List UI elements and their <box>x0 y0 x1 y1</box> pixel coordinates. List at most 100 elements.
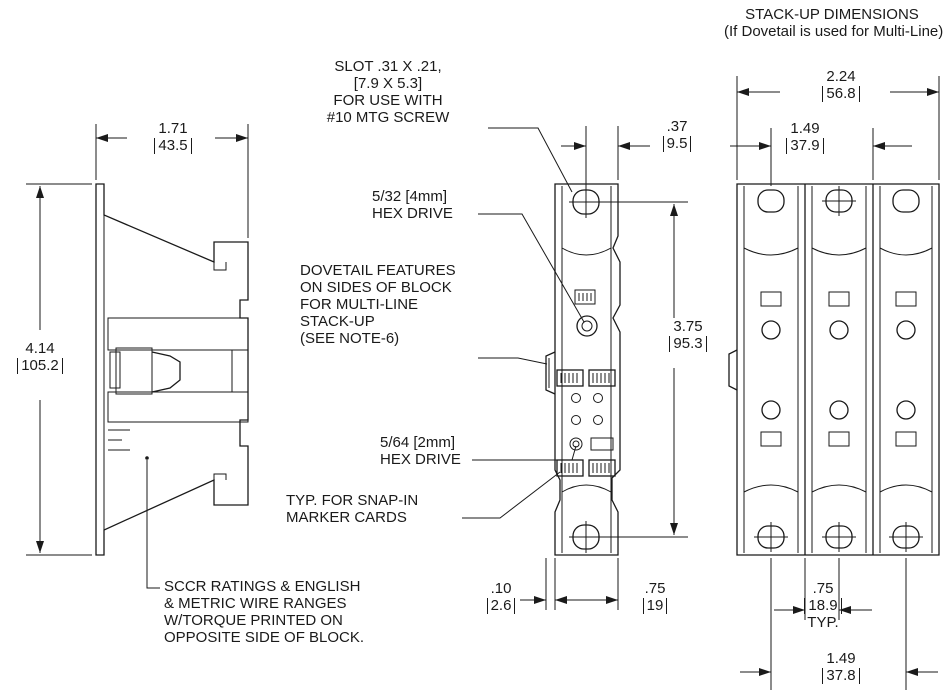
dim-stack-overall: 2.24 56.8 <box>808 68 874 102</box>
note-line: & METRIC WIRE RANGES <box>164 595 347 612</box>
dim-value-in: .75 <box>644 580 666 597</box>
front-curve-top <box>561 247 612 256</box>
sccr-leader <box>146 460 160 589</box>
dim-value-in: .75 <box>812 580 834 597</box>
side-lower-hook <box>213 473 227 480</box>
dim-hole-pitch: 3.75 95.3 <box>660 318 716 352</box>
hex-socket-icon <box>761 320 781 340</box>
marker-leader <box>462 471 561 519</box>
note-line: HEX DRIVE <box>372 205 453 222</box>
front-curve-bottom <box>561 484 612 493</box>
marker-note: TYP. FOR SNAP-IN MARKER CARDS <box>286 492 418 526</box>
note-line: SCCR RATINGS & ENGLISH <box>164 578 361 595</box>
dim-value-mm: 18.9 <box>804 598 842 614</box>
slot-note: SLOT .31 X .21, [7.9 X 5.3] FOR USE WITH… <box>290 58 486 126</box>
note-line: FOR USE WITH <box>333 92 443 109</box>
side-print-dot <box>145 456 149 460</box>
hex-socket-icon <box>761 400 781 420</box>
dim-value-mm: 37.8 <box>822 668 860 684</box>
stack-curves-bottom <box>743 484 933 493</box>
slot-leader <box>488 127 573 193</box>
side-cone <box>151 351 181 393</box>
stack-view <box>728 76 940 690</box>
note-line: STACK-UP <box>300 313 375 330</box>
stack-curves-top <box>743 247 933 256</box>
front-block-outline <box>554 183 621 556</box>
terminal-port-icon <box>588 369 616 387</box>
dim-value-mm: 56.8 <box>822 86 860 102</box>
note-line: FOR MULTI-LINE <box>300 296 419 313</box>
dim-value-in: 1.49 <box>826 650 856 667</box>
terminal-port-icon <box>588 459 616 477</box>
dim-value-mm: 9.5 <box>662 136 692 152</box>
side-top-rail <box>107 317 249 351</box>
hex-small-icon <box>571 415 581 425</box>
side-view <box>26 124 249 589</box>
dim-value-in: 1.49 <box>790 120 820 137</box>
note-line: 5/32 [4mm] <box>372 188 448 205</box>
dim-value-mm: 95.3 <box>669 336 707 352</box>
dim-offset: .37 9.5 <box>644 118 710 152</box>
dim-side-width: 1.71 43.5 <box>130 120 216 154</box>
hex-socket-icon <box>576 315 598 337</box>
hex-small-note: 5/64 [2mm] HEX DRIVE <box>380 434 461 468</box>
hex-socket-icon <box>896 320 916 340</box>
dim-stack-lower-pitch: 1.49 37.8 <box>808 650 874 684</box>
dim-block-width: .75 19 <box>630 580 680 614</box>
title-line-2: (If Dovetail is used for Multi-Line) <box>724 23 943 40</box>
hex-large-note: 5/32 [4mm] HEX DRIVE <box>372 188 453 222</box>
note-line: SLOT .31 X .21, <box>334 58 442 75</box>
dim-value-mm: 43.5 <box>154 138 192 154</box>
dim-value-in: 1.71 <box>158 120 188 137</box>
side-bottom-rail <box>107 391 249 423</box>
dim-value-in: 2.24 <box>826 68 856 85</box>
mounting-slot-icon <box>757 189 785 213</box>
hex-socket-icon <box>896 400 916 420</box>
mounting-slot-icon <box>892 189 920 213</box>
dim-side-height: 4.14 105.2 <box>0 340 80 374</box>
stack-outline <box>736 183 940 556</box>
terminal-port-lines <box>592 463 610 473</box>
hex-socket-icon <box>829 400 849 420</box>
dim-stack-pole: .75 18.9 TYP. <box>790 580 856 631</box>
dim-value-in: .10 <box>490 580 512 597</box>
note-line: ON SIDES OF BLOCK <box>300 279 452 296</box>
dim-value-in: 4.14 <box>25 340 55 357</box>
dim-dovetail: .10 2.6 <box>476 580 526 614</box>
dovetail-tab <box>545 351 556 395</box>
terminal-port-icon <box>828 431 850 447</box>
note-line: (SEE NOTE-6) <box>300 330 400 347</box>
dim-value-mm: 37.9 <box>786 138 824 154</box>
dovetail-note: DOVETAIL FEATURES ON SIDES OF BLOCK FOR … <box>300 262 456 347</box>
terminal-port-icon <box>895 291 917 307</box>
terminal-port-icon <box>556 369 584 387</box>
dim-value-mm: 2.6 <box>486 598 516 614</box>
side-hub <box>115 347 153 395</box>
stack-dovetail-tab <box>728 349 738 391</box>
hex-small-icon <box>593 393 603 403</box>
terminal-port-icon <box>590 437 614 451</box>
note-line: OPPOSITE SIDE OF BLOCK. <box>164 629 365 646</box>
dim-value-in: 3.75 <box>673 318 703 335</box>
side-clip <box>231 349 249 393</box>
terminal-port-icon <box>760 431 782 447</box>
stack-pole-3 <box>895 291 917 447</box>
terminal-port-icon <box>760 291 782 307</box>
terminal-port-lines <box>560 373 578 383</box>
note-line: DOVETAIL FEATURES <box>300 262 456 279</box>
side-upper-hook <box>213 262 227 271</box>
hex-socket-icon <box>569 437 583 451</box>
terminal-port-lines <box>578 293 592 301</box>
note-line: TYP. FOR SNAP-IN <box>286 492 419 509</box>
note-line: [7.9 X 5.3] <box>353 75 423 92</box>
hex-socket-icon <box>829 320 849 340</box>
hex-socket-inner <box>581 320 593 332</box>
terminal-port-icon <box>828 291 850 307</box>
dim-value-mm: 19 <box>642 598 668 614</box>
terminal-port-icon <box>895 431 917 447</box>
note-line: #10 MTG SCREW <box>326 109 450 126</box>
hex-large-leader <box>478 213 585 323</box>
hex-small-icon <box>593 415 603 425</box>
hex-small-icon <box>571 393 581 403</box>
